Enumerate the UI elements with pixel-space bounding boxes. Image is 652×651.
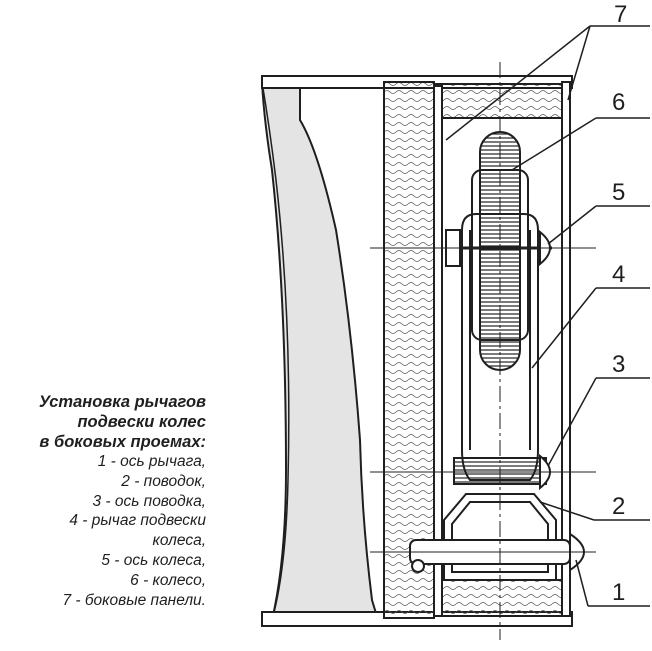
legend-item-6: 6 - колесо, bbox=[130, 571, 206, 589]
side-panel-inner bbox=[433, 85, 443, 617]
link bbox=[443, 493, 557, 581]
top-block bbox=[433, 83, 563, 119]
callout-3: 3 bbox=[612, 351, 625, 378]
legend-item-5: 5 - ось колеса, bbox=[101, 551, 206, 569]
callout-5: 5 bbox=[612, 179, 625, 206]
figure-caption: Установка рычагов подвески колес в боков… bbox=[4, 392, 206, 610]
legend-item-3: 3 - ось поводка, bbox=[92, 492, 206, 510]
callout-6: 6 bbox=[612, 89, 625, 116]
left-side-board bbox=[260, 81, 380, 621]
leader-lines bbox=[445, 25, 650, 607]
side-panel-outer bbox=[561, 81, 571, 617]
center-post bbox=[383, 81, 435, 619]
legend-item-4-cont: колеса, bbox=[152, 532, 206, 550]
legend-item-1: 1 - ось рычага, bbox=[97, 453, 206, 470]
callout-2: 2 bbox=[612, 493, 625, 520]
caption-title-line: подвески колес bbox=[77, 413, 206, 431]
axis-lines bbox=[370, 62, 596, 640]
legend-item-4: 4 - рычаг подвески bbox=[69, 512, 206, 530]
callout-numbers: 7 6 5 4 3 2 1 bbox=[612, 1, 627, 606]
caption-title-line: в боковых проемах: bbox=[39, 433, 206, 451]
callout-1: 1 bbox=[612, 579, 625, 606]
callout-7: 7 bbox=[614, 1, 627, 28]
legend-item-2: 2 - поводок, bbox=[121, 472, 206, 490]
caption-title-line: Установка рычагов bbox=[38, 393, 206, 411]
callout-4: 4 bbox=[612, 261, 625, 288]
bottom-block bbox=[433, 579, 563, 617]
legend-item-7: 7 - боковые панели. bbox=[62, 591, 206, 609]
wooden-frame bbox=[260, 75, 573, 627]
